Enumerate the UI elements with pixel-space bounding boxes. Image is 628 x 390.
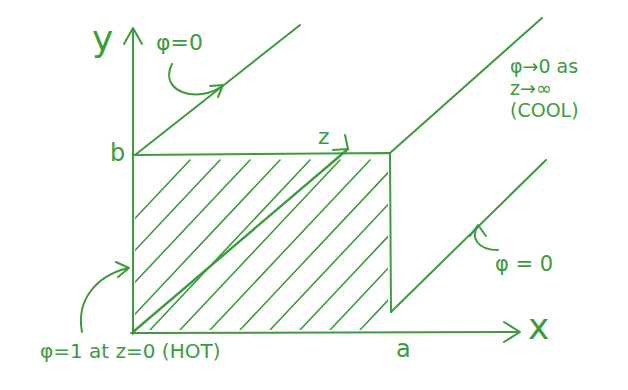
hatching — [135, 160, 388, 330]
pointer-arrowhead — [210, 85, 223, 97]
dimension-label: b — [110, 140, 125, 168]
boundary-condition: φ=1 at z=0 (HOT) — [40, 340, 260, 363]
axis-label: x — [528, 306, 549, 347]
side-plane-edge — [391, 160, 546, 312]
top-plane-edge — [135, 25, 300, 155]
pointer-arrow — [81, 268, 128, 332]
pointer-arrow — [169, 64, 222, 95]
boundary-condition: φ→0 as z→∞ (COOL) — [510, 56, 618, 122]
boundary-condition: φ=0 — [156, 30, 203, 55]
axis-label: y — [92, 18, 113, 59]
channel-face — [135, 153, 391, 312]
y-arrowhead — [124, 28, 142, 44]
y-axis — [132, 30, 134, 334]
x-axis — [131, 332, 518, 333]
boundary-condition: φ = 0 — [495, 252, 553, 276]
z-axis — [133, 149, 348, 332]
z-arrowhead — [333, 135, 348, 150]
pointer-arrowhead — [470, 225, 486, 236]
dimension-label: a — [396, 336, 411, 364]
axis-label: z — [318, 124, 330, 149]
x-arrowhead — [504, 322, 520, 342]
pointer-arrowhead — [116, 262, 129, 277]
pointer-arrow — [475, 226, 498, 250]
